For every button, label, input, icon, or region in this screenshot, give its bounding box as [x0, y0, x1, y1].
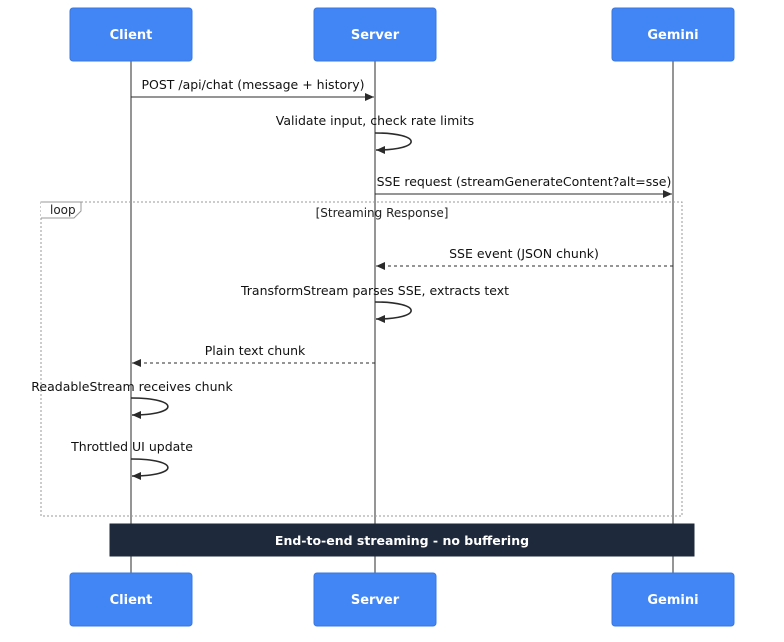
message-plain-chunk: Plain text chunk [132, 343, 375, 367]
participant-label: Client [110, 28, 153, 43]
self-arrow [130, 458, 169, 480]
note-text: End-to-end streaming - no buffering [275, 533, 529, 548]
message-label: POST /api/chat (message + history) [141, 77, 364, 92]
message-throttled: Throttled UI update [70, 439, 193, 480]
participant-label: Gemini [647, 28, 698, 43]
participant-label: Client [110, 593, 153, 608]
message-label: ReadableStream receives chunk [31, 379, 233, 394]
loop-frame: loop [Streaming Response] [40, 201, 683, 517]
participant-gemini-top: Gemini [611, 7, 735, 62]
participant-server-top: Server [313, 7, 437, 62]
message-sse-request: SSE request (streamGenerateContent?alt=s… [375, 174, 672, 198]
participant-server-bottom: Server [313, 572, 437, 627]
participant-gemini-bottom: Gemini [611, 572, 735, 627]
self-arrow [374, 132, 412, 154]
participant-label: Server [351, 593, 400, 608]
loop-keyword: loop [50, 203, 76, 217]
message-validate: Validate input, check rate limits [276, 113, 474, 154]
message-label: TransformStream parses SSE, extracts tex… [240, 283, 509, 298]
message-readable: ReadableStream receives chunk [31, 379, 233, 419]
message-label: SSE request (streamGenerateContent?alt=s… [377, 174, 672, 189]
message-label: Throttled UI update [70, 439, 193, 454]
self-arrow [374, 301, 412, 323]
participant-label: Server [351, 28, 400, 43]
end-to-end-note: End-to-end streaming - no buffering [109, 523, 695, 557]
participant-client-top: Client [69, 7, 193, 62]
participant-label: Gemini [647, 593, 698, 608]
message-label: SSE event (JSON chunk) [449, 246, 599, 261]
self-arrow [130, 397, 169, 419]
message-sse-event: SSE event (JSON chunk) [376, 246, 673, 270]
message-label: Validate input, check rate limits [276, 113, 474, 128]
participant-client-bottom: Client [69, 572, 193, 627]
message-post-chat: POST /api/chat (message + history) [131, 77, 374, 101]
message-label: Plain text chunk [205, 343, 306, 358]
message-transform: TransformStream parses SSE, extracts tex… [240, 283, 509, 323]
loop-condition: [Streaming Response] [316, 206, 449, 220]
